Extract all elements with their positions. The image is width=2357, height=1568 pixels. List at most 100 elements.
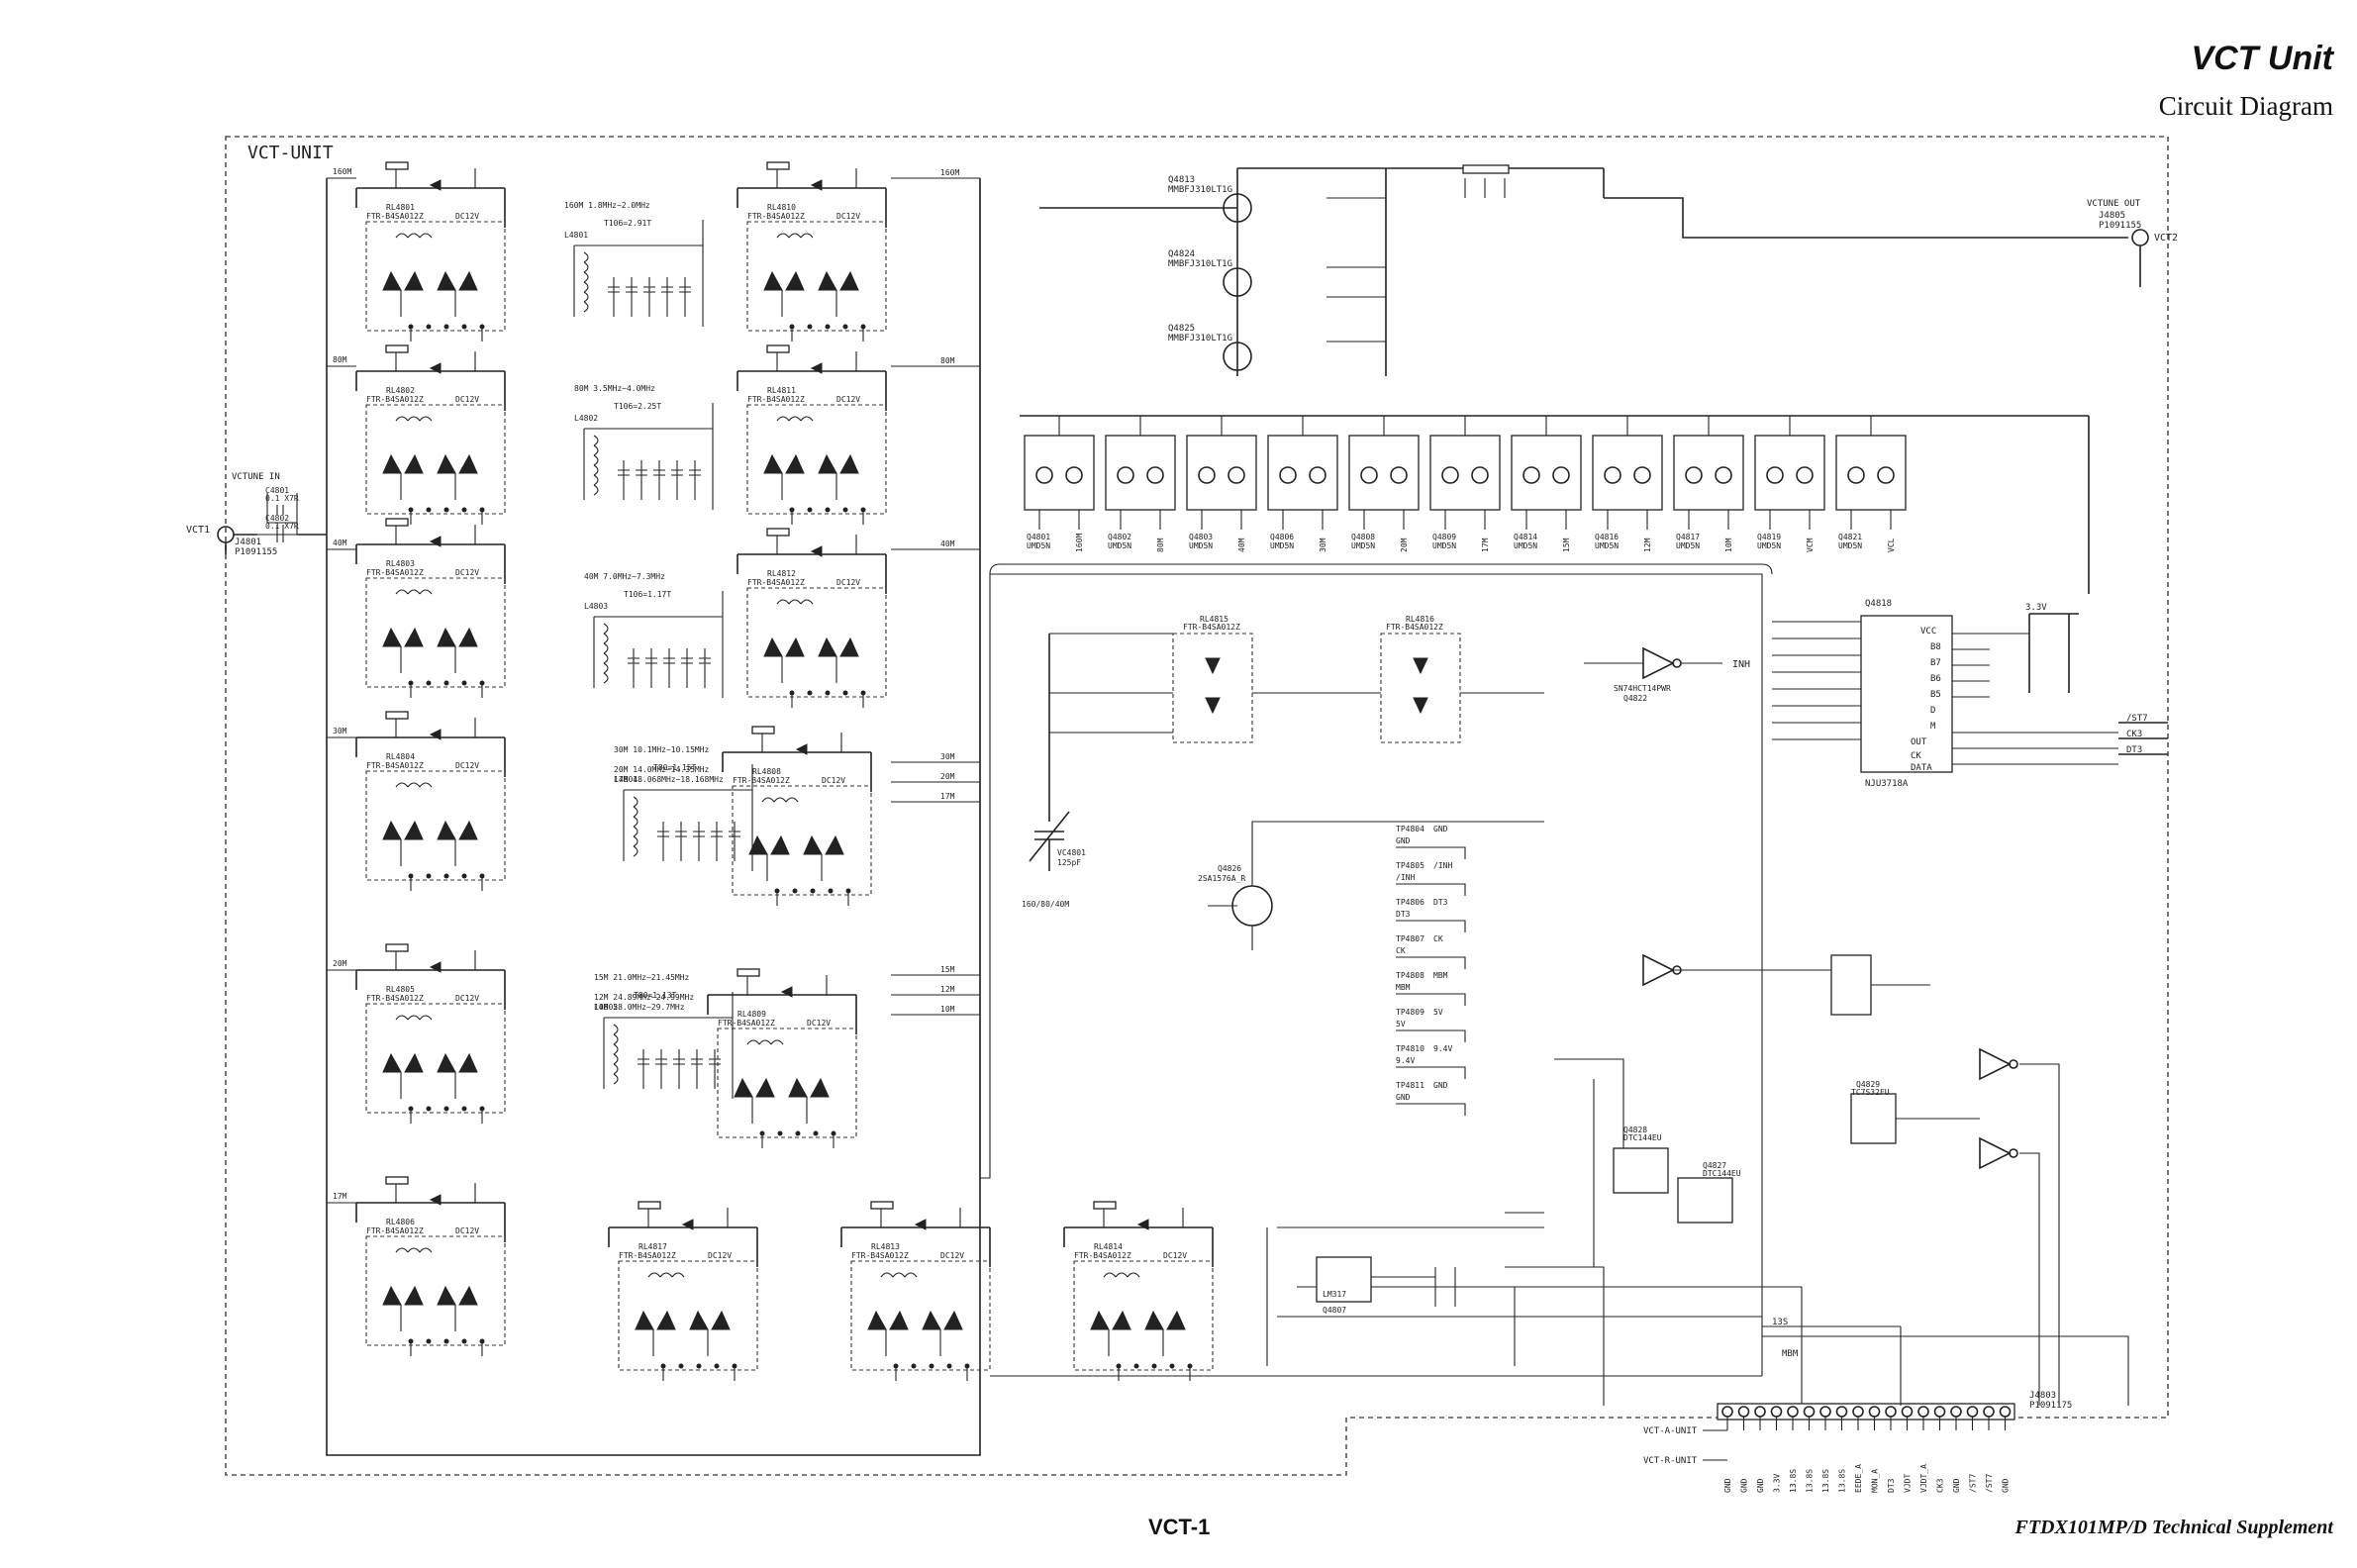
tp-label: GND: [1433, 1081, 1448, 1090]
tp-label: CK: [1433, 934, 1443, 943]
driver-band: 30M: [1319, 538, 1327, 552]
svg-text:CK: CK: [1911, 751, 1921, 761]
relay-part: FTR-B4SA012Z: [366, 568, 424, 577]
coil-ref: L4805: [594, 1003, 618, 1012]
svg-text:Q4822: Q4822: [1623, 694, 1647, 703]
relay-coil: DC12V: [940, 1251, 964, 1260]
svg-text:LM317: LM317: [1323, 1290, 1346, 1299]
connector-pin: GND: [1952, 1478, 1961, 1493]
relay-ref: RL4804: [386, 752, 415, 761]
driver-ref: Q4803: [1189, 533, 1213, 541]
band-line: 30M: [940, 752, 955, 761]
relay-coil: DC12V: [455, 212, 479, 221]
driver-part: UMD5N: [1432, 541, 1456, 550]
relay-coil: DC12V: [455, 761, 479, 770]
svg-text:INH: INH: [1732, 659, 1750, 670]
tp-net: GND: [1396, 836, 1411, 845]
connector-pin: VJDT: [1904, 1474, 1913, 1493]
svg-text:C4802: C4802: [265, 514, 289, 523]
band-line: 12M: [940, 985, 955, 994]
band-line: 10M: [940, 1005, 955, 1014]
net-mbm: MBM: [1782, 1349, 1799, 1359]
driver-band: 12M: [1643, 538, 1652, 552]
svg-text:Q4807: Q4807: [1323, 1306, 1346, 1315]
relay-ref: RL4806: [386, 1218, 415, 1226]
page-title: VCT Unit: [2191, 40, 2333, 77]
band-text: 10M 28.0MHz~29.7MHz: [594, 1003, 685, 1012]
vc-relays: RL4815 FTR-B4SA012Z RL4816 FTR-B4SA012Z: [1049, 615, 1544, 743]
svg-text:VCT2: VCT2: [2154, 233, 2178, 244]
tp-net: 5V: [1396, 1020, 1406, 1029]
varicap: VC4801 125pF 160/80/40M: [1022, 634, 1086, 909]
svg-text:OUT: OUT: [1911, 737, 1927, 747]
tp-ref: TP4808: [1396, 971, 1424, 980]
relay-coil: DC12V: [1163, 1251, 1187, 1260]
svg-text:Q4818: Q4818: [1865, 599, 1892, 609]
tp-ref: TP4810: [1396, 1044, 1424, 1053]
connector-pin: 13.8S: [1789, 1469, 1798, 1493]
tp-ref: TP4804: [1396, 825, 1424, 833]
connector-part: P1091175: [2029, 1401, 2072, 1411]
coil-turns: T80=1.15T: [653, 763, 697, 772]
driver-ref: Q4806: [1270, 533, 1294, 541]
svg-text:FTR-B4SA012Z: FTR-B4SA012Z: [1183, 623, 1240, 632]
unit-frame: [225, 136, 2169, 1476]
driver-ref: Q4809: [1432, 533, 1456, 541]
relay-part: FTR-B4SA012Z: [851, 1251, 909, 1260]
driver-ref: Q4821: [1838, 533, 1862, 541]
band-line: 160M: [940, 168, 959, 177]
relay-coil: DC12V: [836, 395, 860, 404]
connector-pin: DT3: [1887, 1478, 1896, 1493]
relay-ref: RL4802: [386, 386, 415, 395]
relay-part: FTR-B4SA012Z: [733, 776, 790, 785]
inverter-inh: INH Q4822 SN74HCT14PWR: [1584, 646, 1750, 703]
connector-pin: MON_A: [1871, 1469, 1880, 1493]
input-jack: VCT1 VCTUNE IN J4801 P1091155 C4801 0.1 …: [186, 472, 299, 557]
tp-ref: TP4811: [1396, 1081, 1424, 1090]
connector-pin: 13.8S: [1838, 1469, 1847, 1493]
svg-text:SN74HCT14PWR: SN74HCT14PWR: [1614, 684, 1671, 693]
driver-part: UMD5N: [1514, 541, 1537, 550]
svg-text:DTC144EU: DTC144EU: [1703, 1169, 1741, 1178]
driver-band: VCM: [1806, 538, 1815, 552]
coil-turns: T106=1.17T: [624, 590, 671, 599]
relay-ref: RL4817: [638, 1242, 667, 1251]
svg-text:M: M: [1930, 722, 1936, 732]
connector-pin: GND: [1723, 1478, 1732, 1493]
tp-label: 5V: [1433, 1008, 1443, 1017]
svg-text:Q4828: Q4828: [1623, 1126, 1647, 1134]
driver-part: UMD5N: [1676, 541, 1700, 550]
test-point-tp4805: TP4805/INH/INH: [1396, 861, 1466, 896]
coil-band: 160M 1.8MHz~2.0MHz: [564, 201, 650, 210]
relay-coil: DC12V: [455, 994, 479, 1003]
svg-text:TC7S32FU: TC7S32FU: [1851, 1088, 1890, 1097]
coil-band: 40M 7.0MHz~7.3MHz: [584, 572, 665, 581]
connector-ref: J4803: [2029, 1391, 2056, 1401]
connector-pin: 13.8S: [1806, 1469, 1815, 1493]
svg-text:160/80/40M: 160/80/40M: [1022, 900, 1069, 909]
relay-ref: RL4810: [767, 203, 796, 212]
